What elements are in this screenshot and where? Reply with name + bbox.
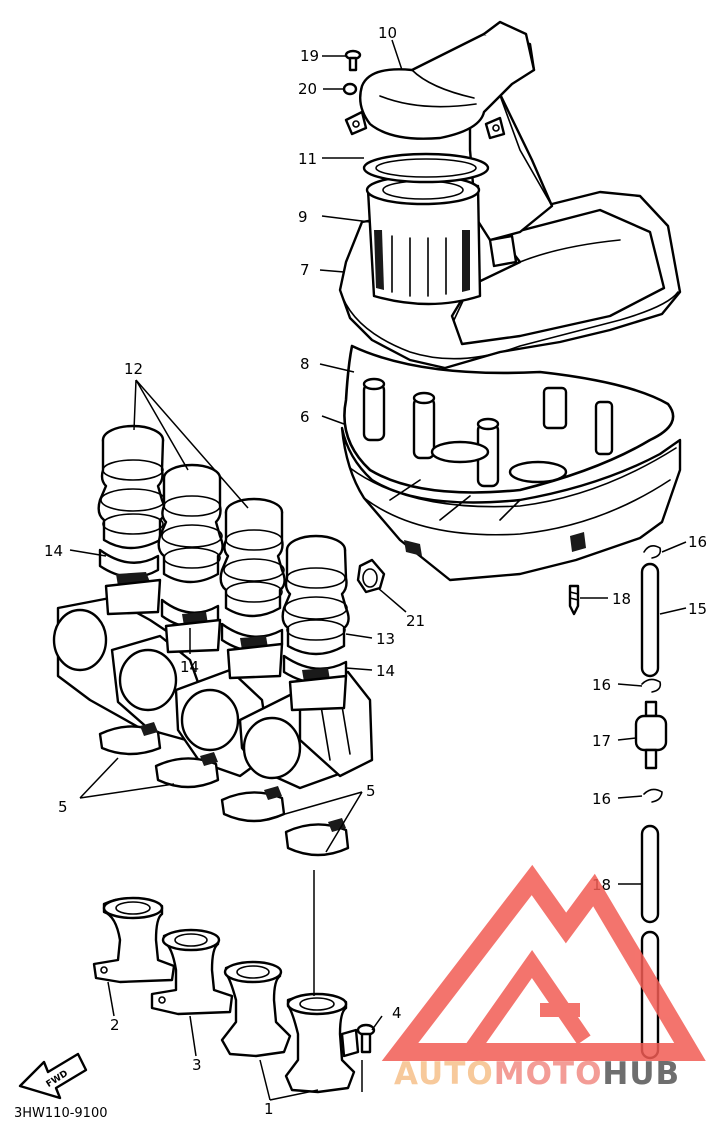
hose-18 — [640, 824, 660, 1060]
carb-joint-2 — [92, 896, 176, 984]
callout-13-right: 13 — [376, 630, 395, 648]
drain-plug-17 — [634, 700, 668, 770]
carb-joint-3 — [150, 928, 234, 1016]
callout-20: 20 — [298, 80, 317, 98]
carb-joint-1a — [220, 960, 292, 1058]
callout-4: 4 — [392, 1004, 402, 1022]
screw-9 — [568, 584, 580, 616]
intake-joint-2 — [157, 463, 224, 654]
diagram-code: 3HW110-9100 — [14, 1106, 108, 1121]
callout-1: 1 — [264, 1100, 274, 1118]
clamp-5-d — [284, 818, 350, 857]
callout-17: 17 — [592, 732, 611, 750]
clamp-5-c — [220, 786, 286, 823]
air-box-case — [340, 377, 682, 582]
clamp-5-a — [98, 722, 162, 756]
fwd-arrow: FWD — [18, 1052, 88, 1100]
callout-14-left: 14 — [44, 542, 63, 560]
callout-13-top: 12 — [124, 360, 143, 378]
callout-3: 3 — [192, 1056, 202, 1074]
intake-joint-3 — [219, 497, 286, 680]
callout-16-top: 16 — [688, 533, 707, 551]
washer-20 — [342, 82, 358, 96]
watermark-auto: AUTO — [394, 1056, 494, 1092]
callout-5-left: 5 — [58, 798, 68, 816]
callout-5-right: 5 — [366, 782, 376, 800]
automotohub-logo-icon — [381, 864, 706, 1061]
callout-11: 10 — [378, 24, 397, 42]
callout-16-mid: 16 — [592, 676, 611, 694]
callout-2: 2 — [110, 1016, 120, 1034]
intake-joint-1 — [97, 424, 166, 616]
watermark-moto: MOTO — [494, 1056, 603, 1092]
callout-7: 7 — [300, 261, 310, 279]
air-box-cover — [338, 20, 682, 370]
grommet-21 — [356, 558, 386, 594]
carb-joint-1b — [284, 992, 360, 1094]
callout-21: 21 — [406, 612, 425, 630]
intake-joint-4 — [281, 534, 350, 712]
callout-14-mid: 14 — [180, 658, 199, 676]
clip-16-mid — [641, 678, 662, 693]
svg-text:AUTOMOTOHUB: AUTOMOTOHUB — [394, 1056, 680, 1092]
automotohub-watermark: AUTOMOTOHUB — [381, 864, 706, 1092]
watermark-hub: HUB — [602, 1056, 680, 1092]
callout-10: 9 — [298, 208, 308, 226]
callout-6: 6 — [300, 408, 310, 426]
callout-9: 18 — [612, 590, 631, 608]
screw-4 — [356, 1023, 376, 1054]
clamp-5-b — [154, 752, 220, 789]
clip-16-low — [643, 788, 663, 803]
screw-19 — [344, 49, 362, 72]
callout-19: 19 — [300, 47, 319, 65]
callout-15: 15 — [688, 600, 707, 618]
leader-lines — [69, 39, 687, 1101]
callout-8: 8 — [300, 355, 310, 373]
callout-labels: 19 20 10 11 9 7 8 6 12 14 14 13 14 21 18… — [14, 24, 707, 1121]
clip-16-top — [643, 544, 662, 559]
callout-16-low: 16 — [592, 790, 611, 808]
callout-14-right: 14 — [376, 662, 395, 680]
air-box-gasket — [343, 344, 675, 494]
carburetor-assembly — [52, 424, 374, 790]
hose-15 — [640, 562, 660, 678]
callout-12: 11 — [298, 150, 317, 168]
